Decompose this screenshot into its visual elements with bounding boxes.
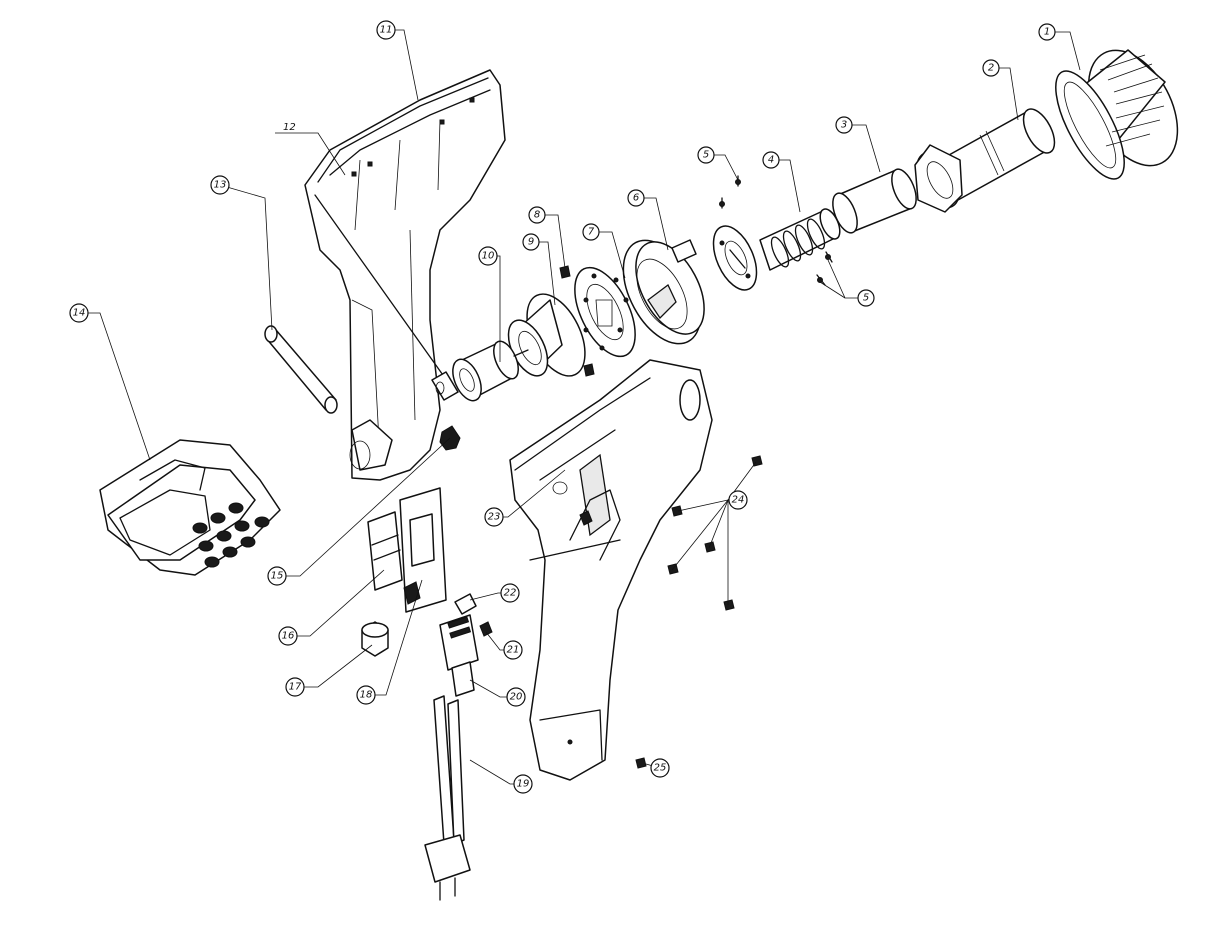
part-7-fan — [574, 266, 636, 358]
callout-25: 25 — [650, 758, 670, 778]
svg-text:7: 7 — [588, 227, 595, 238]
part-21-screw — [479, 621, 493, 637]
callout-2: 2 — [982, 59, 1000, 77]
svg-text:12: 12 — [283, 122, 296, 133]
part-17-knob — [361, 621, 389, 657]
part-20-cord-relief — [439, 614, 479, 697]
part-10-motor — [452, 340, 529, 402]
callout-20: 20 — [506, 687, 526, 707]
part-19-power-cord — [424, 695, 471, 901]
svg-text:21: 21 — [507, 645, 520, 656]
part-3-insulating-tube — [832, 168, 917, 234]
part-13-pin — [264, 325, 338, 414]
svg-text:5: 5 — [863, 293, 869, 304]
callout-19: 19 — [513, 774, 533, 794]
part-14-rear-cover — [99, 439, 281, 576]
part-6-fan-housing — [622, 239, 705, 345]
svg-text:23: 23 — [488, 512, 501, 523]
callout-15: 15 — [267, 566, 287, 586]
callout-24: 24 — [728, 490, 748, 510]
callout-14: 14 — [69, 303, 89, 323]
callout-18: 18 — [356, 685, 376, 705]
svg-text:22: 22 — [504, 588, 517, 599]
part-18-switch-board — [399, 487, 447, 613]
part-4-heating-element — [712, 208, 841, 291]
callout-3: 3 — [835, 116, 853, 134]
svg-text:1: 1 — [1044, 27, 1050, 38]
part-9-motor-bracket — [507, 293, 586, 377]
svg-text:4: 4 — [768, 155, 774, 166]
svg-text:9: 9 — [528, 237, 534, 248]
svg-text:10: 10 — [482, 251, 495, 262]
part-12-wire — [314, 194, 459, 401]
callout-12: 12 — [283, 122, 296, 133]
callout-7: 7 — [582, 223, 600, 241]
callout-22: 22 — [500, 583, 520, 603]
callout-5-lower: 5 — [857, 289, 875, 307]
svg-text:17: 17 — [289, 682, 302, 693]
svg-text:24: 24 — [732, 495, 745, 506]
callout-11: 11 — [376, 20, 396, 40]
svg-text:14: 14 — [73, 308, 86, 319]
svg-text:11: 11 — [380, 25, 393, 36]
svg-text:5: 5 — [703, 150, 709, 161]
part-2-outer-tube — [914, 108, 1056, 213]
svg-text:19: 19 — [517, 779, 530, 790]
callout-9: 9 — [522, 233, 540, 251]
callout-1: 1 — [1038, 23, 1056, 41]
part-25-screw — [635, 757, 647, 769]
callout-13: 13 — [210, 175, 230, 195]
svg-text:2: 2 — [988, 63, 994, 74]
svg-text:18: 18 — [360, 690, 373, 701]
callout-8: 8 — [528, 206, 546, 224]
part-1-nozzle-cap — [1055, 49, 1179, 180]
callout-21: 21 — [503, 640, 523, 660]
part-16-switch-slider — [367, 511, 403, 591]
part-23-main-housing — [509, 359, 713, 781]
callout-4: 4 — [762, 151, 780, 169]
callout-16: 16 — [278, 626, 298, 646]
svg-text:6: 6 — [633, 193, 639, 204]
callout-10: 10 — [478, 246, 498, 266]
svg-text:3: 3 — [841, 120, 847, 131]
part-5-screws — [719, 175, 833, 286]
callout-17: 17 — [285, 677, 305, 697]
svg-text:13: 13 — [214, 180, 227, 191]
svg-text:25: 25 — [654, 763, 667, 774]
svg-text:15: 15 — [271, 571, 284, 582]
callout-6: 6 — [627, 189, 645, 207]
callout-5-upper: 5 — [697, 146, 715, 164]
svg-text:20: 20 — [510, 692, 523, 703]
part-8-screws — [559, 265, 595, 377]
svg-text:16: 16 — [282, 631, 295, 642]
svg-text:8: 8 — [534, 210, 540, 221]
part-11-housing-half — [304, 69, 506, 481]
part-22-clamp — [454, 593, 477, 615]
callout-23: 23 — [484, 507, 504, 527]
